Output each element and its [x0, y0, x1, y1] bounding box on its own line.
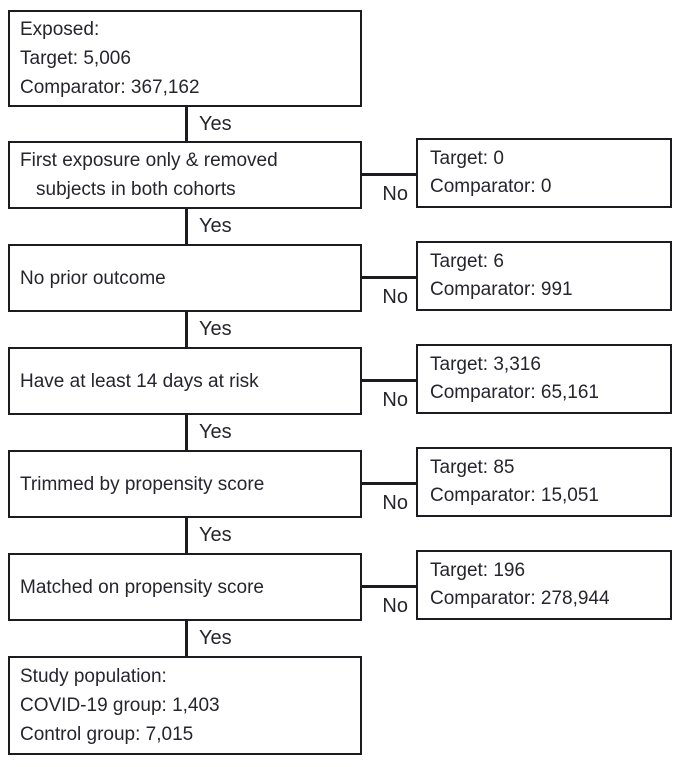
excluded-box-4: Target: 85 Comparator: 15,051: [416, 447, 672, 517]
no-label-5: No: [382, 595, 408, 617]
criterion-text: No prior outcome: [20, 267, 166, 289]
connector-no-line-3: [360, 379, 416, 382]
criterion-text-line2: subjects in both cohorts: [36, 179, 236, 200]
yes-label-6: Yes: [199, 627, 232, 649]
exposed-title: Exposed:: [20, 19, 100, 40]
excluded-comparator-2: Comparator: 991: [430, 279, 573, 300]
no-label-2: No: [382, 286, 408, 308]
control-group-count: Control group: 7,015: [20, 724, 194, 745]
criterion-text: Matched on propensity score: [20, 576, 264, 598]
criterion-box-days-at-risk: Have at least 14 days at risk: [8, 347, 362, 415]
criterion-text-line1: First exposure only & removed: [20, 150, 278, 171]
excluded-comparator-5: Comparator: 278,944: [430, 588, 610, 609]
connector-yes-line-4: [185, 415, 188, 450]
excluded-box-5: Target: 196 Comparator: 278,944: [416, 550, 672, 620]
connector-no-line-2: [360, 276, 416, 279]
excluded-target-3: Target: 3,316: [430, 354, 541, 375]
no-label-3: No: [382, 389, 408, 411]
excluded-box-1: Target: 0 Comparator: 0: [416, 138, 672, 208]
exposed-box: Exposed: Target: 5,006 Comparator: 367,1…: [8, 10, 362, 107]
excluded-box-3: Target: 3,316 Comparator: 65,161: [416, 344, 672, 414]
excluded-comparator-3: Comparator: 65,161: [430, 382, 599, 403]
excluded-box-2: Target: 6 Comparator: 991: [416, 241, 672, 311]
yes-label-1: Yes: [199, 113, 232, 135]
study-population-title: Study population:: [20, 666, 167, 687]
yes-label-2: Yes: [199, 215, 232, 237]
yes-label-5: Yes: [199, 524, 232, 546]
exposed-comparator-count: Comparator: 367,162: [20, 77, 200, 98]
criterion-box-no-prior-outcome: No prior outcome: [8, 244, 362, 312]
covid-group-count: COVID-19 group: 1,403: [20, 695, 220, 716]
criterion-box-trimmed-propensity: Trimmed by propensity score: [8, 450, 362, 518]
excluded-comparator-4: Comparator: 15,051: [430, 485, 599, 506]
criterion-text: Have at least 14 days at risk: [20, 370, 259, 392]
connector-yes-line-5: [185, 518, 188, 553]
criterion-text: Trimmed by propensity score: [20, 473, 265, 495]
connector-no-line-5: [360, 585, 416, 588]
excluded-comparator-1: Comparator: 0: [430, 176, 552, 197]
study-population-box: Study population: COVID-19 group: 1,403 …: [8, 656, 362, 755]
excluded-target-2: Target: 6: [430, 251, 504, 272]
connector-no-line-1: [360, 173, 416, 176]
yes-label-4: Yes: [199, 421, 232, 443]
connector-no-line-4: [360, 482, 416, 485]
yes-label-3: Yes: [199, 318, 232, 340]
excluded-target-1: Target: 0: [430, 148, 504, 169]
excluded-target-4: Target: 85: [430, 457, 515, 478]
excluded-target-5: Target: 196: [430, 560, 526, 581]
criterion-box-matched-propensity: Matched on propensity score: [8, 553, 362, 621]
no-label-1: No: [382, 183, 408, 205]
criterion-box-first-exposure: First exposure only & removed subjects i…: [8, 141, 362, 209]
no-label-4: No: [382, 492, 408, 514]
connector-yes-line-2: [185, 209, 188, 244]
exposed-target-count: Target: 5,006: [20, 48, 131, 69]
connector-yes-line-6: [185, 621, 188, 656]
connector-yes-line-3: [185, 312, 188, 347]
connector-yes-line-1: [185, 107, 188, 141]
